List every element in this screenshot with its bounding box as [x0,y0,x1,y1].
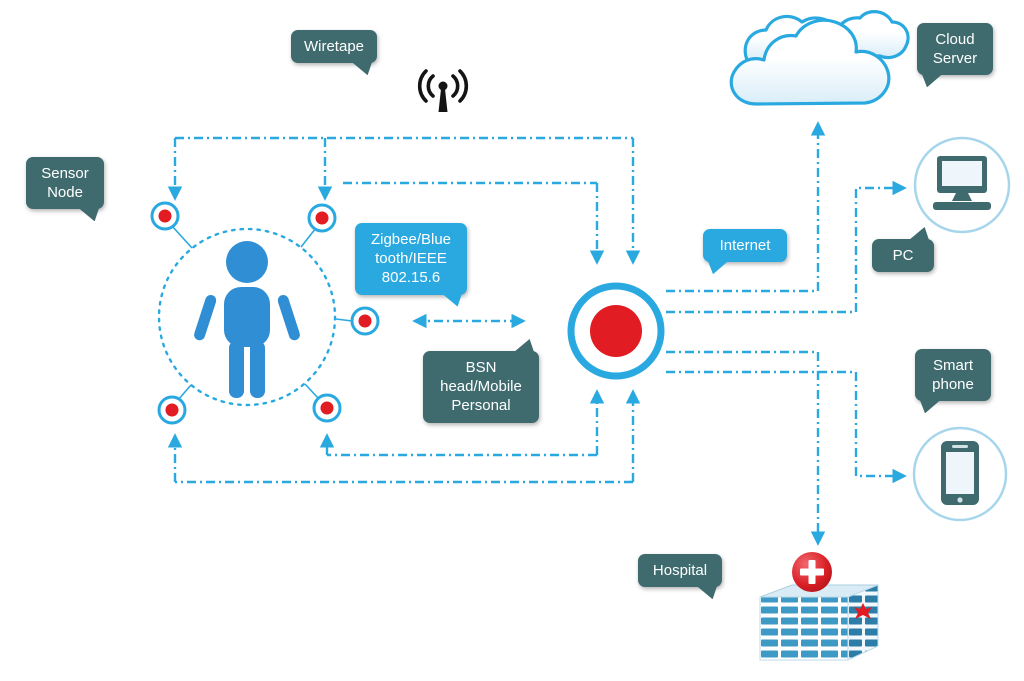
pc-label: PC [872,227,934,273]
internet-label: Internet [703,229,787,275]
smartphone-icon [912,426,1008,522]
smart-phone-label-text: Smart phone [932,357,974,394]
hospital-label-text: Hospital [652,562,708,579]
bsn-head-label: BSN head/Mobile Personal [423,339,539,423]
internet-label-text: Internet [719,237,771,254]
connection-lines [167,121,907,546]
cloud-server-label-text: Cloud Server [932,31,978,68]
sensor-connectors [171,225,353,401]
sensor-node-icon-3 [350,306,380,336]
cloud-icon [729,10,910,106]
sensor-node-icon-5 [312,393,342,423]
sensor-node-icon-1 [150,201,180,231]
wiretap-antenna-icon [417,69,469,112]
zigbee-protocol-label-text: Zigbee/Blue tooth/IEEE 802.15.6 [370,231,452,287]
bsn-head-label-text: BSN head/Mobile Personal [440,359,522,415]
sensor-node-icon-2 [307,203,337,233]
zigbee-protocol-label: Zigbee/Blue tooth/IEEE 802.15.6 [355,223,467,307]
person-icon [194,241,300,398]
hospital-building-icon [759,552,879,661]
wiretape-label: Wiretape [291,30,377,76]
sensor-node-icon-4 [157,395,187,425]
sensor-node-label: Sensor Node [26,157,104,222]
bsn-hub-icon [567,282,665,380]
wiretape-label-text: Wiretape [303,38,365,55]
cloud-server-label: Cloud Server [917,23,993,88]
pc-label-text: PC [892,247,914,264]
hospital-label: Hospital [638,554,722,600]
sensor-node-label-text: Sensor Node [41,165,89,202]
pc-icon [913,136,1011,234]
body-area-ring [157,227,337,407]
smart-phone-label: Smart phone [915,349,991,414]
